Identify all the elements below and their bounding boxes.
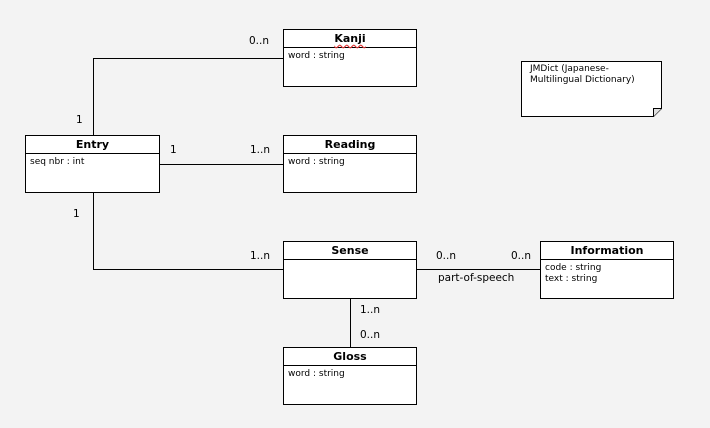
attribute: text : string (545, 274, 598, 284)
class-gloss-attributes: word : string (284, 366, 416, 380)
class-gloss[interactable]: Gloss word : string (283, 347, 417, 405)
attribute: word : string (288, 157, 345, 167)
class-reading-title: Reading (284, 136, 416, 154)
multiplicity-entry-reading-end: 1 (170, 144, 177, 156)
note-text: JMDict (Japanese- Multilingual Dictionar… (530, 64, 635, 85)
class-entry-title: Entry (26, 136, 159, 154)
class-entry-attributes: seq nbr : int (26, 154, 159, 168)
class-kanji-title: Kanji (284, 30, 416, 48)
attribute: word : string (288, 369, 345, 379)
class-reading-attributes: word : string (284, 154, 416, 168)
class-kanji-attributes: word : string (284, 48, 416, 62)
association-entry-kanji (93, 58, 284, 136)
class-sense-title: Sense (284, 242, 416, 260)
association-label-part-of-speech: part-of-speech (438, 272, 515, 284)
class-reading[interactable]: Reading word : string (283, 135, 417, 193)
attribute: code : string (545, 263, 602, 273)
multiplicity-reading-end: 1..n (250, 144, 271, 156)
association-entry-sense (93, 192, 284, 270)
class-entry[interactable]: Entry seq nbr : int (25, 135, 160, 193)
class-sense-attributes (284, 260, 416, 263)
class-information-title: Information (541, 242, 673, 260)
multiplicity-information-end: 0..n (511, 250, 532, 262)
multiplicity-kanji-end: 0..n (249, 35, 270, 47)
multiplicity-sense-gloss-end: 1..n (360, 304, 381, 316)
multiplicity-sense-information-end: 0..n (436, 250, 457, 262)
class-gloss-title: Gloss (284, 348, 416, 366)
class-sense[interactable]: Sense (283, 241, 417, 299)
multiplicity-gloss-end: 0..n (360, 329, 381, 341)
multiplicity-entry-kanji-end: 1 (76, 114, 83, 126)
multiplicity-entry-sense-end: 1 (73, 208, 80, 220)
class-kanji[interactable]: Kanji word : string (283, 29, 417, 87)
class-information[interactable]: Information code : string text : string (540, 241, 674, 299)
attribute: word : string (288, 51, 345, 61)
class-information-attributes: code : string text : string (541, 260, 673, 285)
note-shape (521, 61, 662, 117)
multiplicity-sense-entry-end: 1..n (250, 250, 271, 262)
attribute: seq nbr : int (30, 157, 85, 167)
